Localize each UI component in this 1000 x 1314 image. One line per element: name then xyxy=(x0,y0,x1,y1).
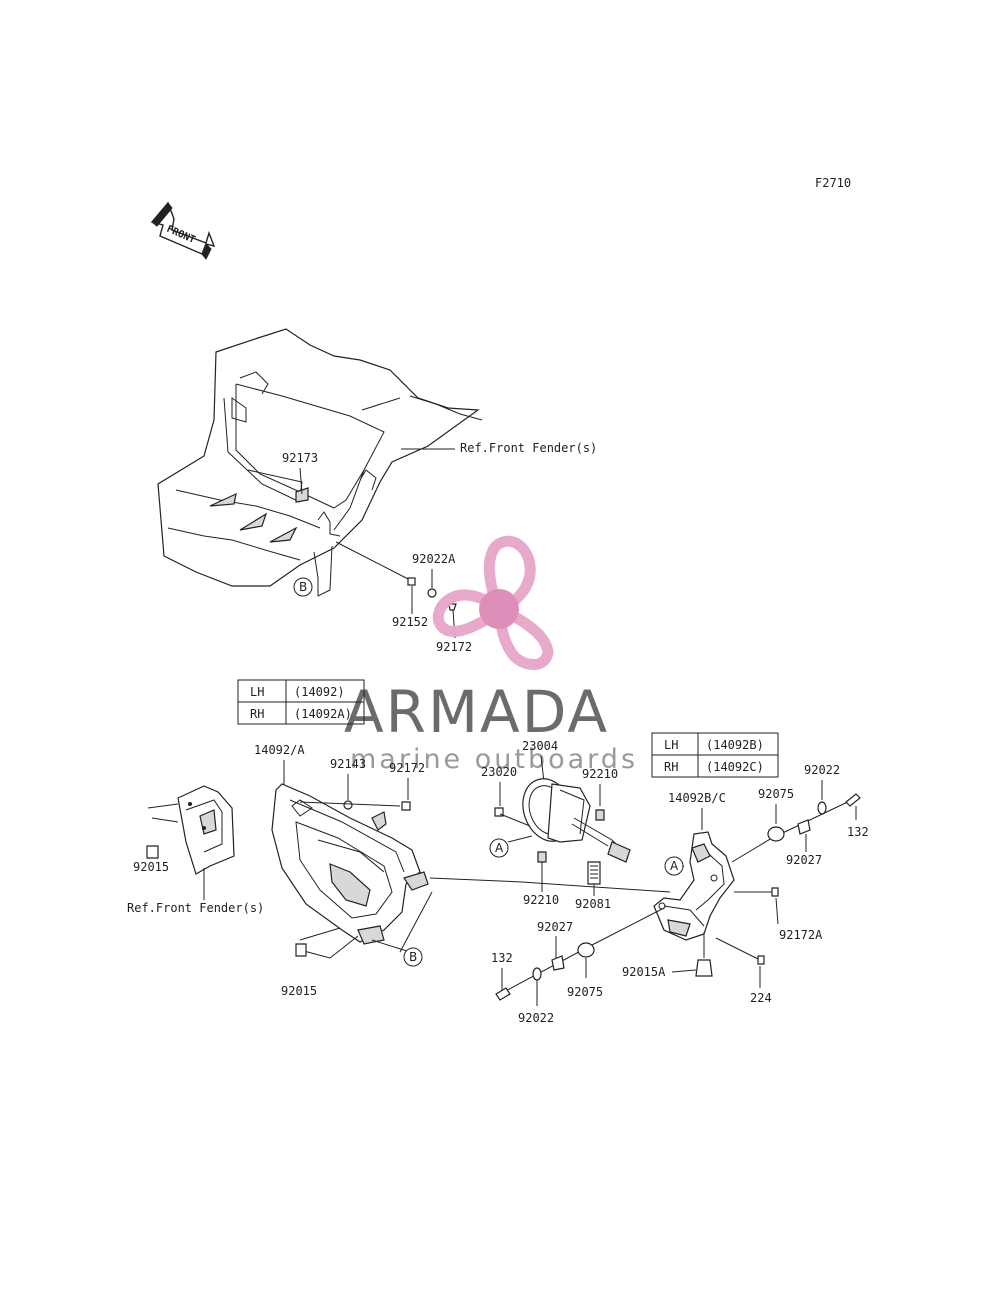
washer-92022A xyxy=(427,588,437,598)
leader-23004 xyxy=(540,755,545,783)
label-92015-bottom: 92015 xyxy=(281,984,317,998)
table-left: LH (14092) RH (14092A) xyxy=(237,679,365,725)
table-left-row1-part: (14092) xyxy=(294,685,345,699)
leader-92015A xyxy=(671,969,697,973)
label-92172A: 92172A xyxy=(779,928,823,942)
leader-92172A xyxy=(775,897,779,925)
label-92027-right: 92027 xyxy=(786,853,822,867)
bracket-14092BC-drawing xyxy=(653,831,735,941)
circle-marker-a-right: A xyxy=(664,856,684,876)
label-92027-bottom: 92027 xyxy=(537,920,573,934)
table-left-row2-side: RH xyxy=(250,707,264,721)
table-left-row1-side: LH xyxy=(250,685,264,699)
leader-92015-left xyxy=(147,803,179,823)
clip-92015-bottom xyxy=(295,943,307,957)
b-upper-leader xyxy=(313,545,333,597)
label-92015A: 92015A xyxy=(622,965,666,979)
collar-92027-right xyxy=(797,819,811,835)
nut-92152 xyxy=(407,577,416,586)
armada-logo-icon xyxy=(432,535,554,670)
front-arrow-icon: FRONT xyxy=(150,201,216,260)
circle-marker-b-lower: B xyxy=(403,947,423,967)
watermark-subtitle: marine outboards xyxy=(350,744,638,775)
ref-label-lower: Ref.Front Fender(s) xyxy=(127,901,264,915)
label-92210-bottom: 92210 xyxy=(523,893,559,907)
ref-label-upper: Ref.Front Fender(s) xyxy=(460,441,597,455)
spring-coils xyxy=(590,865,598,879)
label-92210-top: 92210 xyxy=(582,767,618,781)
circle-marker-b-upper: B xyxy=(293,577,313,597)
screw-92172-top xyxy=(448,603,457,611)
label-92173: 92173 xyxy=(282,451,318,465)
assembly-axis-line xyxy=(429,877,671,893)
collar-92027-bottom xyxy=(551,955,565,971)
headlight-unit-drawing xyxy=(522,778,631,863)
table-right-row1-side: LH xyxy=(664,738,678,752)
svg-text:B: B xyxy=(409,950,417,964)
table-right: LH (14092B) RH (14092C) xyxy=(651,732,779,778)
washer-92143 xyxy=(343,800,353,810)
label-92075-bottom: 92075 xyxy=(567,985,603,999)
bolt-132-bottom xyxy=(495,987,511,1001)
label-92172-top: 92172 xyxy=(436,640,472,654)
svg-text:A: A xyxy=(670,859,679,873)
leader-b-lower xyxy=(371,891,433,953)
leader-92173 xyxy=(299,467,303,495)
label-92075-right: 92075 xyxy=(758,787,794,801)
svg-text:A: A xyxy=(495,841,504,855)
table-right-row2-part: (14092C) xyxy=(706,760,764,774)
leader-92015-bottom xyxy=(299,927,359,959)
clip-92210-top xyxy=(595,809,605,821)
label-92081: 92081 xyxy=(575,897,611,911)
leader-fastener-line xyxy=(335,541,411,581)
leader-a-left xyxy=(507,835,533,843)
label-14092BC: 14092B/C xyxy=(668,791,726,805)
grommet-92075-bottom xyxy=(577,942,595,958)
grommet-92075-right xyxy=(767,826,785,842)
clip-92015-left xyxy=(146,845,159,859)
label-92143: 92143 xyxy=(330,757,366,771)
table-right-row1-part: (14092B) xyxy=(706,738,764,752)
fender-bracket-drawing xyxy=(177,785,235,875)
screw-92172-mid xyxy=(401,801,411,811)
label-92015-left: 92015 xyxy=(133,860,169,874)
label-92022-right: 92022 xyxy=(804,763,840,777)
front-fender-drawing xyxy=(157,328,483,587)
spring-92081 xyxy=(587,861,601,885)
bolt-224 xyxy=(757,955,765,965)
cover-fastener-line xyxy=(299,801,401,807)
bolt-132-right xyxy=(845,793,861,807)
label-132-right: 132 xyxy=(847,825,869,839)
label-92172-mid: 92172 xyxy=(389,761,425,775)
clip-92210-bottom xyxy=(537,851,547,863)
nut-92015A xyxy=(695,959,713,977)
leader-bulb-23020 xyxy=(499,813,531,827)
label-23004: 23004 xyxy=(522,739,558,753)
label-92022A: 92022A xyxy=(412,552,456,566)
svg-text:B: B xyxy=(299,580,307,594)
bolt-224-shaft xyxy=(715,937,761,961)
label-92152: 92152 xyxy=(392,615,428,629)
watermark-title: ARMADA xyxy=(344,678,609,746)
label-23020: 23020 xyxy=(481,765,517,779)
label-92022-bottom: 92022 xyxy=(518,1011,554,1025)
washer-92022-right xyxy=(817,801,827,815)
screw-92172A xyxy=(771,887,779,897)
label-224: 224 xyxy=(750,991,772,1005)
headlight-cover-drawing xyxy=(271,783,429,945)
table-right-row2-side: RH xyxy=(664,760,678,774)
figure-code: F2710 xyxy=(815,176,851,190)
table-left-row2-part: (14092A) xyxy=(294,707,352,721)
label-132-bottom: 132 xyxy=(491,951,513,965)
washer-92022-bottom xyxy=(532,967,542,981)
circle-marker-a-left: A xyxy=(489,838,509,858)
label-14092A: 14092/A xyxy=(254,743,305,757)
